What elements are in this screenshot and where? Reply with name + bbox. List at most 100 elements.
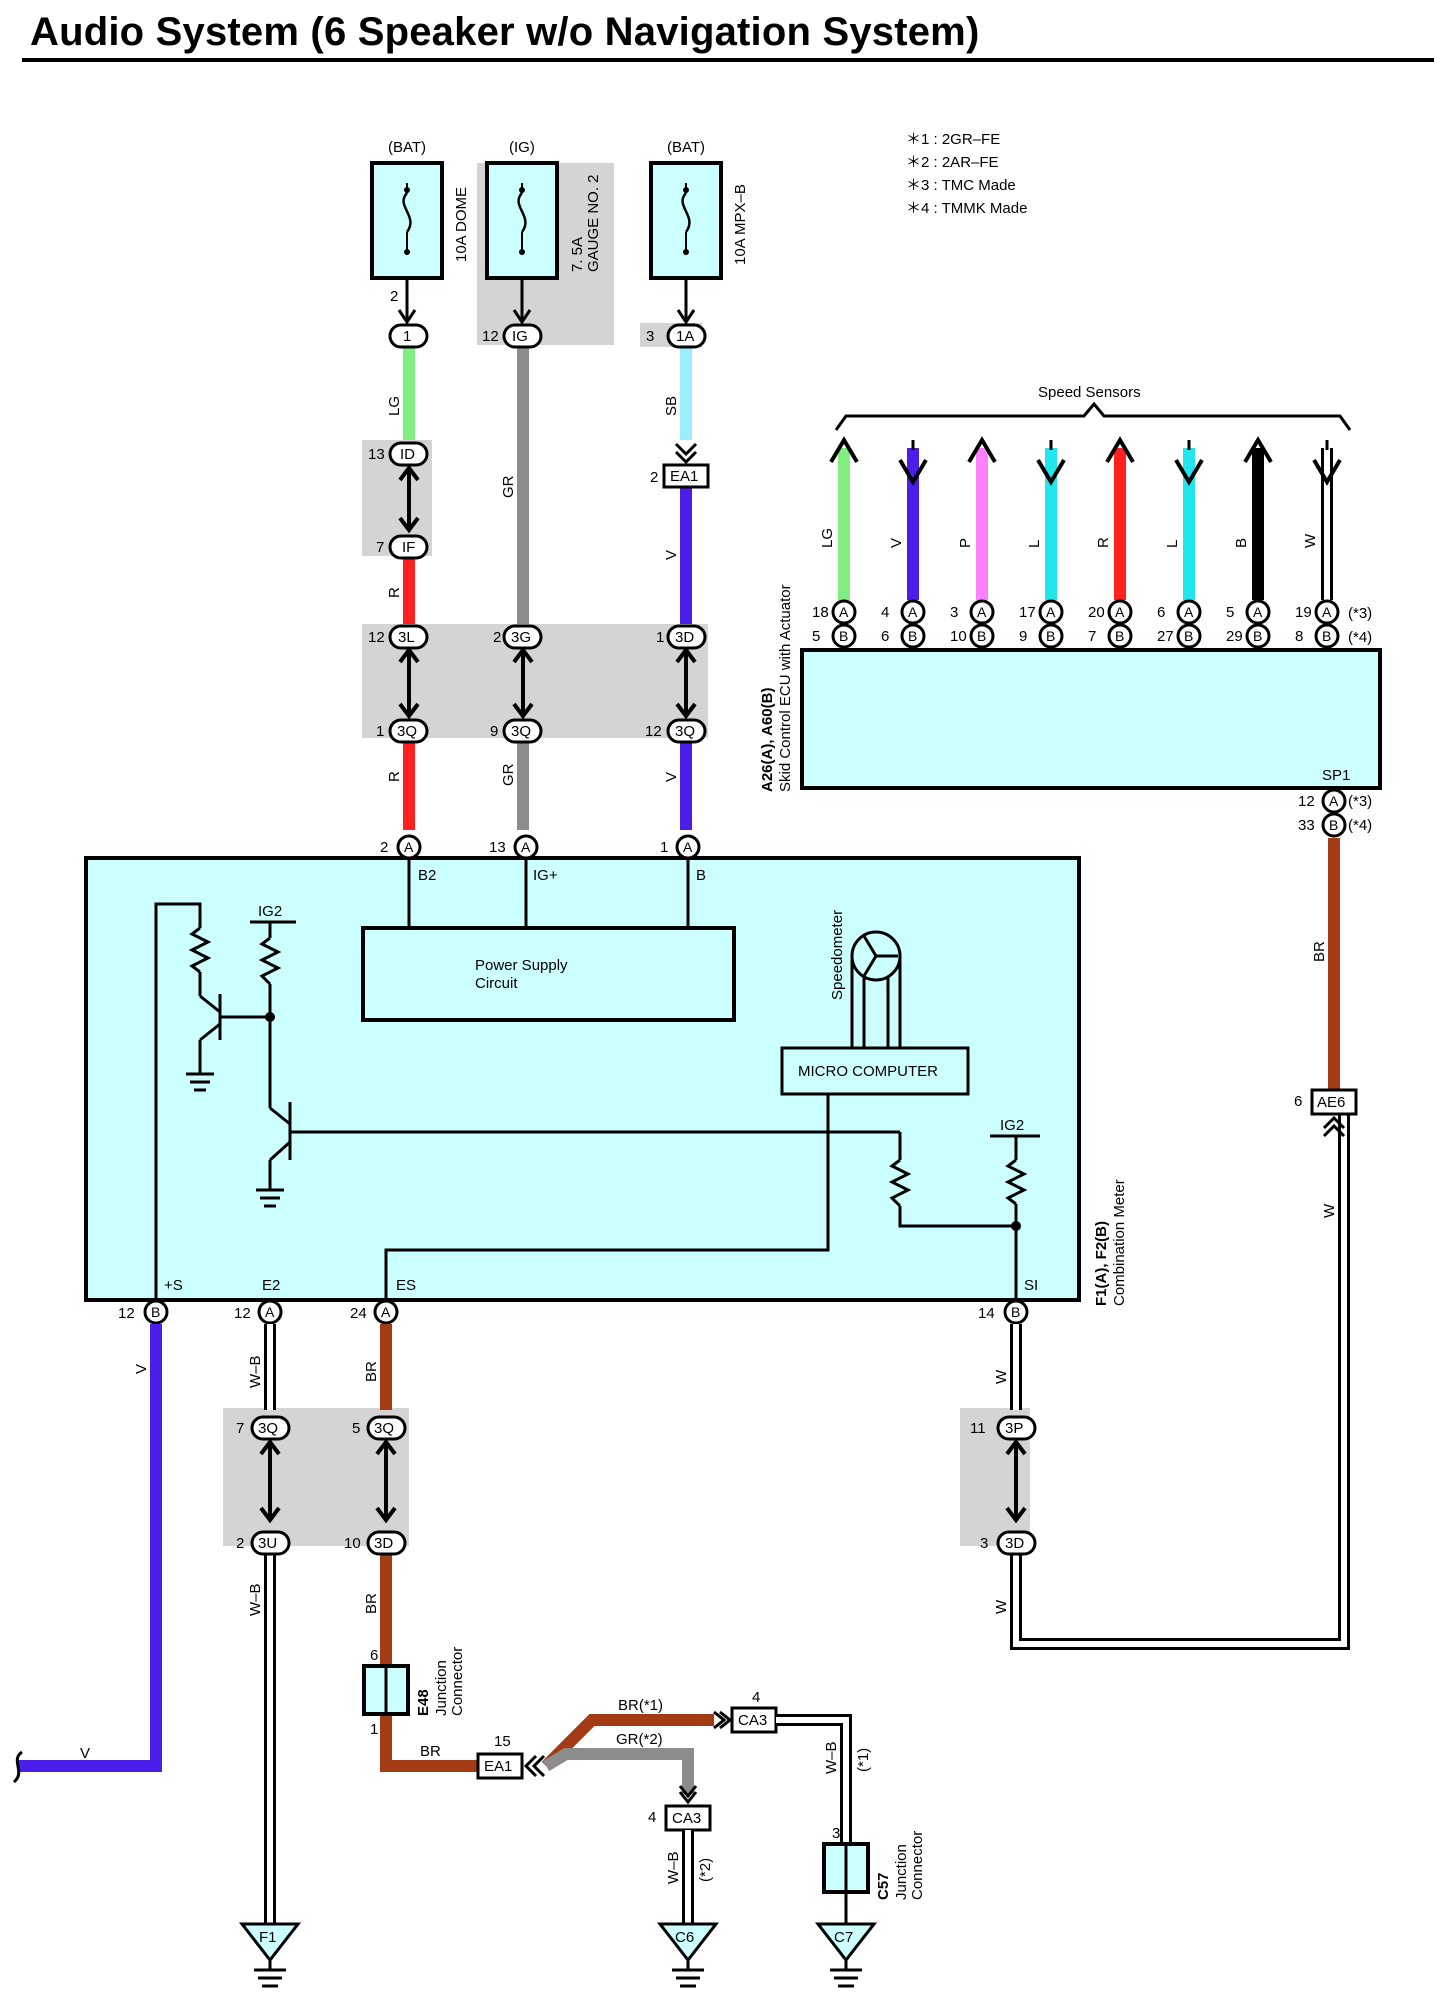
sensor-wire-label-4: L	[1026, 540, 1043, 548]
connector-if: 7 IF	[376, 534, 429, 560]
svg-text:EA1: EA1	[484, 1758, 512, 1775]
sensor-pinB-2: 6	[881, 628, 889, 645]
svg-text:11: 11	[970, 1420, 986, 1437]
svg-text:IF: IF	[402, 539, 415, 556]
svg-text:10A MPX–B: 10A MPX–B	[732, 184, 749, 265]
page-title: Audio System (6 Speaker w/o Navigation S…	[30, 10, 980, 54]
sensor-connA-1: A	[839, 604, 849, 620]
svg-text:C7: C7	[834, 1929, 853, 1946]
sensor-pinA-1: 18	[812, 604, 829, 621]
svg-text:Connector: Connector	[449, 1647, 466, 1716]
svg-text:3Q: 3Q	[397, 723, 417, 740]
meter-internal-lines	[407, 858, 690, 928]
svg-text:EA1: EA1	[670, 468, 698, 485]
sensor-wire-label-3: P	[957, 538, 974, 548]
speedometer-label: Speedometer	[829, 910, 846, 1000]
star4-label: (*4)	[1348, 629, 1372, 646]
meter-term-ps: +S	[164, 1277, 183, 1294]
sensor-connA-3: A	[977, 604, 987, 620]
label-star2: (*2)	[697, 1858, 714, 1882]
sensor-pinA-8: 19	[1295, 604, 1312, 621]
svg-text:3: 3	[646, 328, 654, 345]
junction-dot-1	[265, 1012, 275, 1022]
connector-3l: 12 3L	[368, 624, 429, 650]
label-lg: LG	[386, 396, 403, 416]
sensor-6: L6A27BRL–	[1157, 440, 1204, 676]
svg-text:2: 2	[236, 1535, 244, 1552]
connector-3p: 11 3P	[970, 1415, 1037, 1441]
sensor-1: LG18A5BFL+	[812, 436, 859, 676]
svg-text:A: A	[1329, 793, 1339, 809]
micro-computer-label: MICRO COMPUTER	[798, 1063, 938, 1080]
svg-text:A: A	[683, 839, 693, 855]
junction-e48: 6 1 E48 Junction Connector	[362, 1647, 466, 1738]
svg-text:1A: 1A	[676, 328, 694, 345]
sensor-connB-3: B	[977, 628, 986, 644]
svg-text:9: 9	[490, 723, 498, 740]
svg-text:3Q: 3Q	[675, 723, 695, 740]
svg-text:15: 15	[494, 1733, 511, 1750]
svg-text:GAUGE NO. 2: GAUGE NO. 2	[585, 174, 602, 272]
meter-ground-2	[256, 1188, 284, 1208]
svg-text:3Q: 3Q	[258, 1420, 278, 1437]
label-br-sp1: BR	[1311, 941, 1328, 962]
sensor-pinB-6: 27	[1157, 628, 1174, 645]
sensor-wire-label-8: W	[1302, 533, 1319, 548]
title-rule	[22, 58, 1434, 62]
connector-3d-lower: 10 3D	[344, 1530, 407, 1556]
sensor-connA-2: A	[908, 604, 918, 620]
note-3: ＊3 : TMC Made	[906, 177, 1016, 194]
sensor-connB-8: B	[1322, 628, 1331, 644]
power-supply-label-2: Circuit	[475, 975, 518, 992]
label-wb-3: W–B	[823, 1741, 840, 1774]
sensor-8: W19A8BRR–	[1295, 440, 1345, 676]
svg-text:3: 3	[832, 1825, 840, 1842]
label-br-1: BR	[363, 1361, 380, 1382]
ground-c7: C7	[814, 1922, 878, 1988]
sensor-pinB-4: 9	[1019, 628, 1027, 645]
wire-br-es-3	[380, 1714, 478, 1772]
label-r-2: R	[386, 771, 403, 782]
sensor-wire-label-2: V	[888, 538, 905, 548]
label-wb-4: W–B	[665, 1851, 682, 1884]
svg-text:A: A	[521, 839, 531, 855]
meter-term-e2: E2	[262, 1277, 280, 1294]
fuse-mpx: (BAT) 10A MPX–B	[649, 139, 749, 280]
power-supply-label-1: Power Supply	[475, 957, 568, 974]
label-w-3: W	[1321, 1203, 1338, 1218]
svg-text:E48: E48	[415, 1689, 432, 1716]
junction-c57: 3 C57 Junction Connector	[822, 1825, 926, 1900]
label-w-2: W	[993, 1599, 1010, 1614]
skid-ecu-name: Skid Control ECU with Actuator	[777, 584, 794, 792]
label-r-1: R	[386, 587, 403, 598]
svg-text:A: A	[381, 1304, 391, 1320]
meter-pin-es: 24 A	[350, 1299, 399, 1325]
svg-text:4: 4	[752, 1689, 760, 1706]
svg-text:10A DOME: 10A DOME	[453, 187, 470, 262]
svg-text:B: B	[151, 1304, 160, 1320]
label-v-1: V	[663, 550, 680, 560]
connector-3q-b: 9 3Q	[490, 718, 543, 744]
label-v-4: V	[80, 1745, 90, 1762]
svg-text:ID: ID	[400, 446, 415, 463]
sensor-pinA-5: 20	[1088, 604, 1105, 621]
svg-text:3D: 3D	[675, 629, 694, 646]
svg-text:Junction: Junction	[893, 1844, 910, 1900]
connector-1: 1	[388, 323, 429, 349]
sensor-pinB-5: 7	[1088, 628, 1096, 645]
connector-3u: 2 3U	[236, 1530, 291, 1556]
svg-text:B: B	[1011, 1304, 1020, 1320]
svg-text:12: 12	[118, 1305, 135, 1322]
svg-text:B: B	[1329, 817, 1338, 833]
label-gr2: GR(*2)	[616, 1731, 663, 1748]
svg-text:2: 2	[390, 288, 398, 305]
connector-3d-top: 1 3D	[656, 624, 707, 650]
wire-wb-c7	[776, 1714, 852, 1924]
label-wb-2: W–B	[247, 1583, 264, 1616]
connector-3q-c: 12 3Q	[645, 718, 707, 744]
ig2-left-label: IG2	[258, 903, 282, 920]
svg-text:(*3): (*3)	[1348, 793, 1372, 810]
wire-v-break	[12, 1750, 24, 1784]
sensor-pinB-1: 5	[812, 628, 820, 645]
svg-text:1: 1	[660, 839, 668, 856]
